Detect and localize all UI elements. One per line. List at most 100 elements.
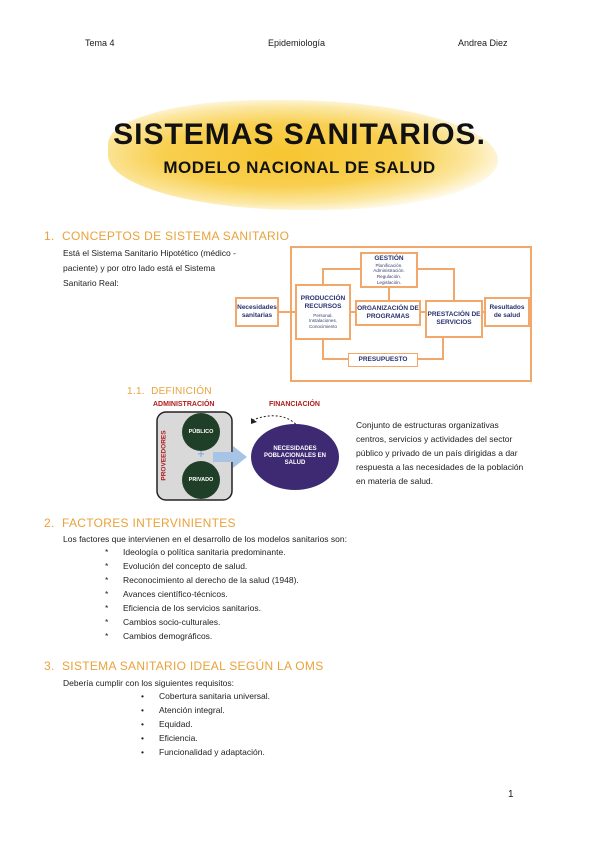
section-2-heading: 2. FACTORES INTERVINIENTES	[44, 516, 236, 530]
header-left: Tema 4	[85, 38, 115, 48]
list-item: * Cambios demográficos.	[105, 631, 299, 645]
necesidades-box: Necesidades sanitarias	[235, 297, 279, 327]
box-title: PRESUPUESTO	[358, 356, 408, 363]
list-text: Ideología o política sanitaria predomina…	[123, 547, 286, 557]
list-marker: *	[105, 575, 109, 585]
privado-label: PRIVADO	[188, 477, 214, 483]
list-item: * Ideología o política sanitaria predomin…	[105, 547, 299, 561]
box-item: Conocimiento	[308, 323, 338, 329]
list-item: • Funcionalidad y adaptación.	[141, 747, 270, 761]
text-line: en materia de salud.	[356, 476, 434, 486]
text-line: respuesta a las necesidades de la poblac…	[356, 462, 524, 472]
produccion-box: PRODUCCIÓN RECURSOS Personal. Instalacio…	[295, 284, 351, 340]
section-number: 2.	[44, 516, 55, 530]
section-number: 3.	[44, 659, 55, 673]
list-item: • Cobertura sanitaria universal.	[141, 691, 270, 705]
list-item: * Reconocimiento al derecho de la salud (…	[105, 575, 299, 589]
section-1-heading: 1. CONCEPTOS DE SISTEMA SANITARIO	[44, 229, 289, 243]
section-title: SISTEMA SANITARIO IDEAL SEGÚN LA OMS	[62, 659, 324, 673]
factors-list: * Ideología o política sanitaria predomin…	[105, 547, 299, 645]
diagram-graphics	[156, 411, 339, 501]
list-item: • Equidad.	[141, 719, 270, 733]
plus-icon: +	[197, 447, 205, 461]
section-3-intro: Debería cumplir con los siguientes requi…	[63, 678, 235, 688]
box-title: PRESTACIÓN DE SERVICIOS	[427, 311, 481, 326]
list-marker: *	[105, 589, 109, 599]
list-text: Eficiencia.	[159, 733, 198, 743]
necesidades-poblacionales-label: NECESIDADES POBLACIONALES EN SALUD	[263, 446, 326, 466]
list-marker: *	[105, 561, 109, 571]
section-1-text: Está el Sistema Sanitario Hipotético (mé…	[63, 246, 268, 291]
list-text: Equidad.	[159, 719, 193, 729]
list-text: Evolución del concepto de salud.	[123, 561, 248, 571]
section-2-intro: Los factores que intervienen en el desar…	[63, 534, 347, 544]
gestion-box: GESTIÓN Planificación. Administración. R…	[360, 252, 418, 288]
system-components-diagram: ADMINISTRACIÓN FINANCIACIÓN PROVEEDORES …	[153, 400, 353, 505]
list-item: • Atención integral.	[141, 705, 270, 719]
header-right: Andrea Diez	[458, 38, 508, 48]
list-marker: •	[141, 705, 144, 715]
title-highlight	[108, 100, 498, 210]
prestacion-box: PRESTACIÓN DE SERVICIOS	[425, 300, 483, 338]
list-marker: •	[141, 719, 144, 729]
presupuesto-box: PRESUPUESTO	[348, 353, 418, 367]
text-line: paciente) y por otro lado está el Sistem…	[63, 263, 216, 273]
list-item: * Avances científico-técnicos.	[105, 589, 299, 603]
list-item: * Eficiencia de los servicios sanitarios.	[105, 603, 299, 617]
box-item: Planificación.	[375, 262, 403, 268]
list-marker: *	[105, 617, 109, 627]
list-text: Reconocimiento al derecho de la salud (1…	[123, 575, 299, 585]
publico-label: PÚBLICO	[188, 429, 214, 435]
box-item: Personal.	[313, 312, 333, 318]
list-text: Cobertura sanitaria universal.	[159, 691, 271, 701]
text-line: centros, servicios y actividades del sec…	[356, 434, 513, 444]
list-item: * Evolución del concepto de salud.	[105, 561, 299, 575]
list-marker: •	[141, 691, 144, 701]
list-marker: *	[105, 547, 109, 557]
box-title: GESTIÓN	[374, 254, 404, 262]
list-text: Avances científico-técnicos.	[123, 589, 228, 599]
box-title: Necesidades sanitarias	[237, 304, 277, 319]
box-item: Instalaciones.	[308, 318, 338, 324]
list-text: Cambios demográficos.	[123, 631, 213, 641]
subsection-title: DEFINICIÓN	[151, 386, 212, 397]
section-title: CONCEPTOS DE SISTEMA SANITARIO	[62, 229, 290, 243]
header-center: Epidemiología	[268, 38, 326, 48]
definition-text: Conjunto de estructuras organizativas ce…	[356, 418, 556, 488]
list-item: • Eficiencia.	[141, 733, 270, 747]
resultados-box: Resultados de salud	[484, 297, 530, 327]
administracion-label: ADMINISTRACIÓN	[153, 401, 215, 408]
box-item: Administración.	[373, 268, 405, 274]
text-line: Conjunto de estructuras organizativas	[356, 420, 499, 430]
page-title: SISTEMAS SANITARIOS.	[113, 118, 486, 151]
text-line: público y privado de un país dirigidas a…	[356, 448, 518, 458]
list-marker: •	[141, 733, 144, 743]
box-item: Regulación.	[376, 274, 402, 279]
organizacion-box: ORGANIZACIÓN DE PROGRAMAS	[355, 300, 421, 326]
list-marker: •	[141, 747, 144, 757]
requirements-list: • Cobertura sanitaria universal. • Atenció…	[141, 691, 270, 761]
list-text: Eficiencia de los servicios sanitarios.	[123, 603, 261, 613]
box-title: Resultados de salud	[489, 304, 525, 319]
text-line: Está el Sistema Sanitario Hipotético (mé…	[63, 248, 236, 258]
list-text: Funcionalidad y adaptación.	[159, 747, 265, 757]
financiacion-label: FINANCIACIÓN	[269, 401, 320, 408]
list-marker: *	[105, 631, 109, 641]
subsection-number: 1.1.	[127, 386, 145, 397]
page-subtitle: MODELO NACIONAL DE SALUD	[163, 158, 436, 177]
list-marker: *	[105, 603, 109, 613]
page-number: 1	[508, 789, 514, 800]
box-title: ORGANIZACIÓN DE PROGRAMAS	[357, 305, 419, 320]
health-system-diagram: GESTIÓN Planificación. Administración. R…	[233, 244, 543, 384]
section-title: FACTORES INTERVINIENTES	[62, 516, 236, 530]
section-3-heading: 3. SISTEMA SANITARIO IDEAL SEGÚN LA OMS	[44, 659, 324, 673]
subsection-heading: 1.1. DEFINICIÓN	[127, 386, 212, 397]
list-item: * Cambios socio-culturales.	[105, 617, 299, 631]
proveedores-label: PROVEEDORES	[160, 430, 168, 481]
box-item: Legislación.	[376, 279, 402, 285]
text-line: Sanitario Real:	[63, 278, 119, 288]
list-text: Cambios socio-culturales.	[123, 617, 221, 627]
box-title: PRODUCCIÓN RECURSOS	[300, 294, 346, 310]
list-text: Atención integral.	[159, 705, 225, 715]
section-number: 1.	[44, 229, 55, 243]
